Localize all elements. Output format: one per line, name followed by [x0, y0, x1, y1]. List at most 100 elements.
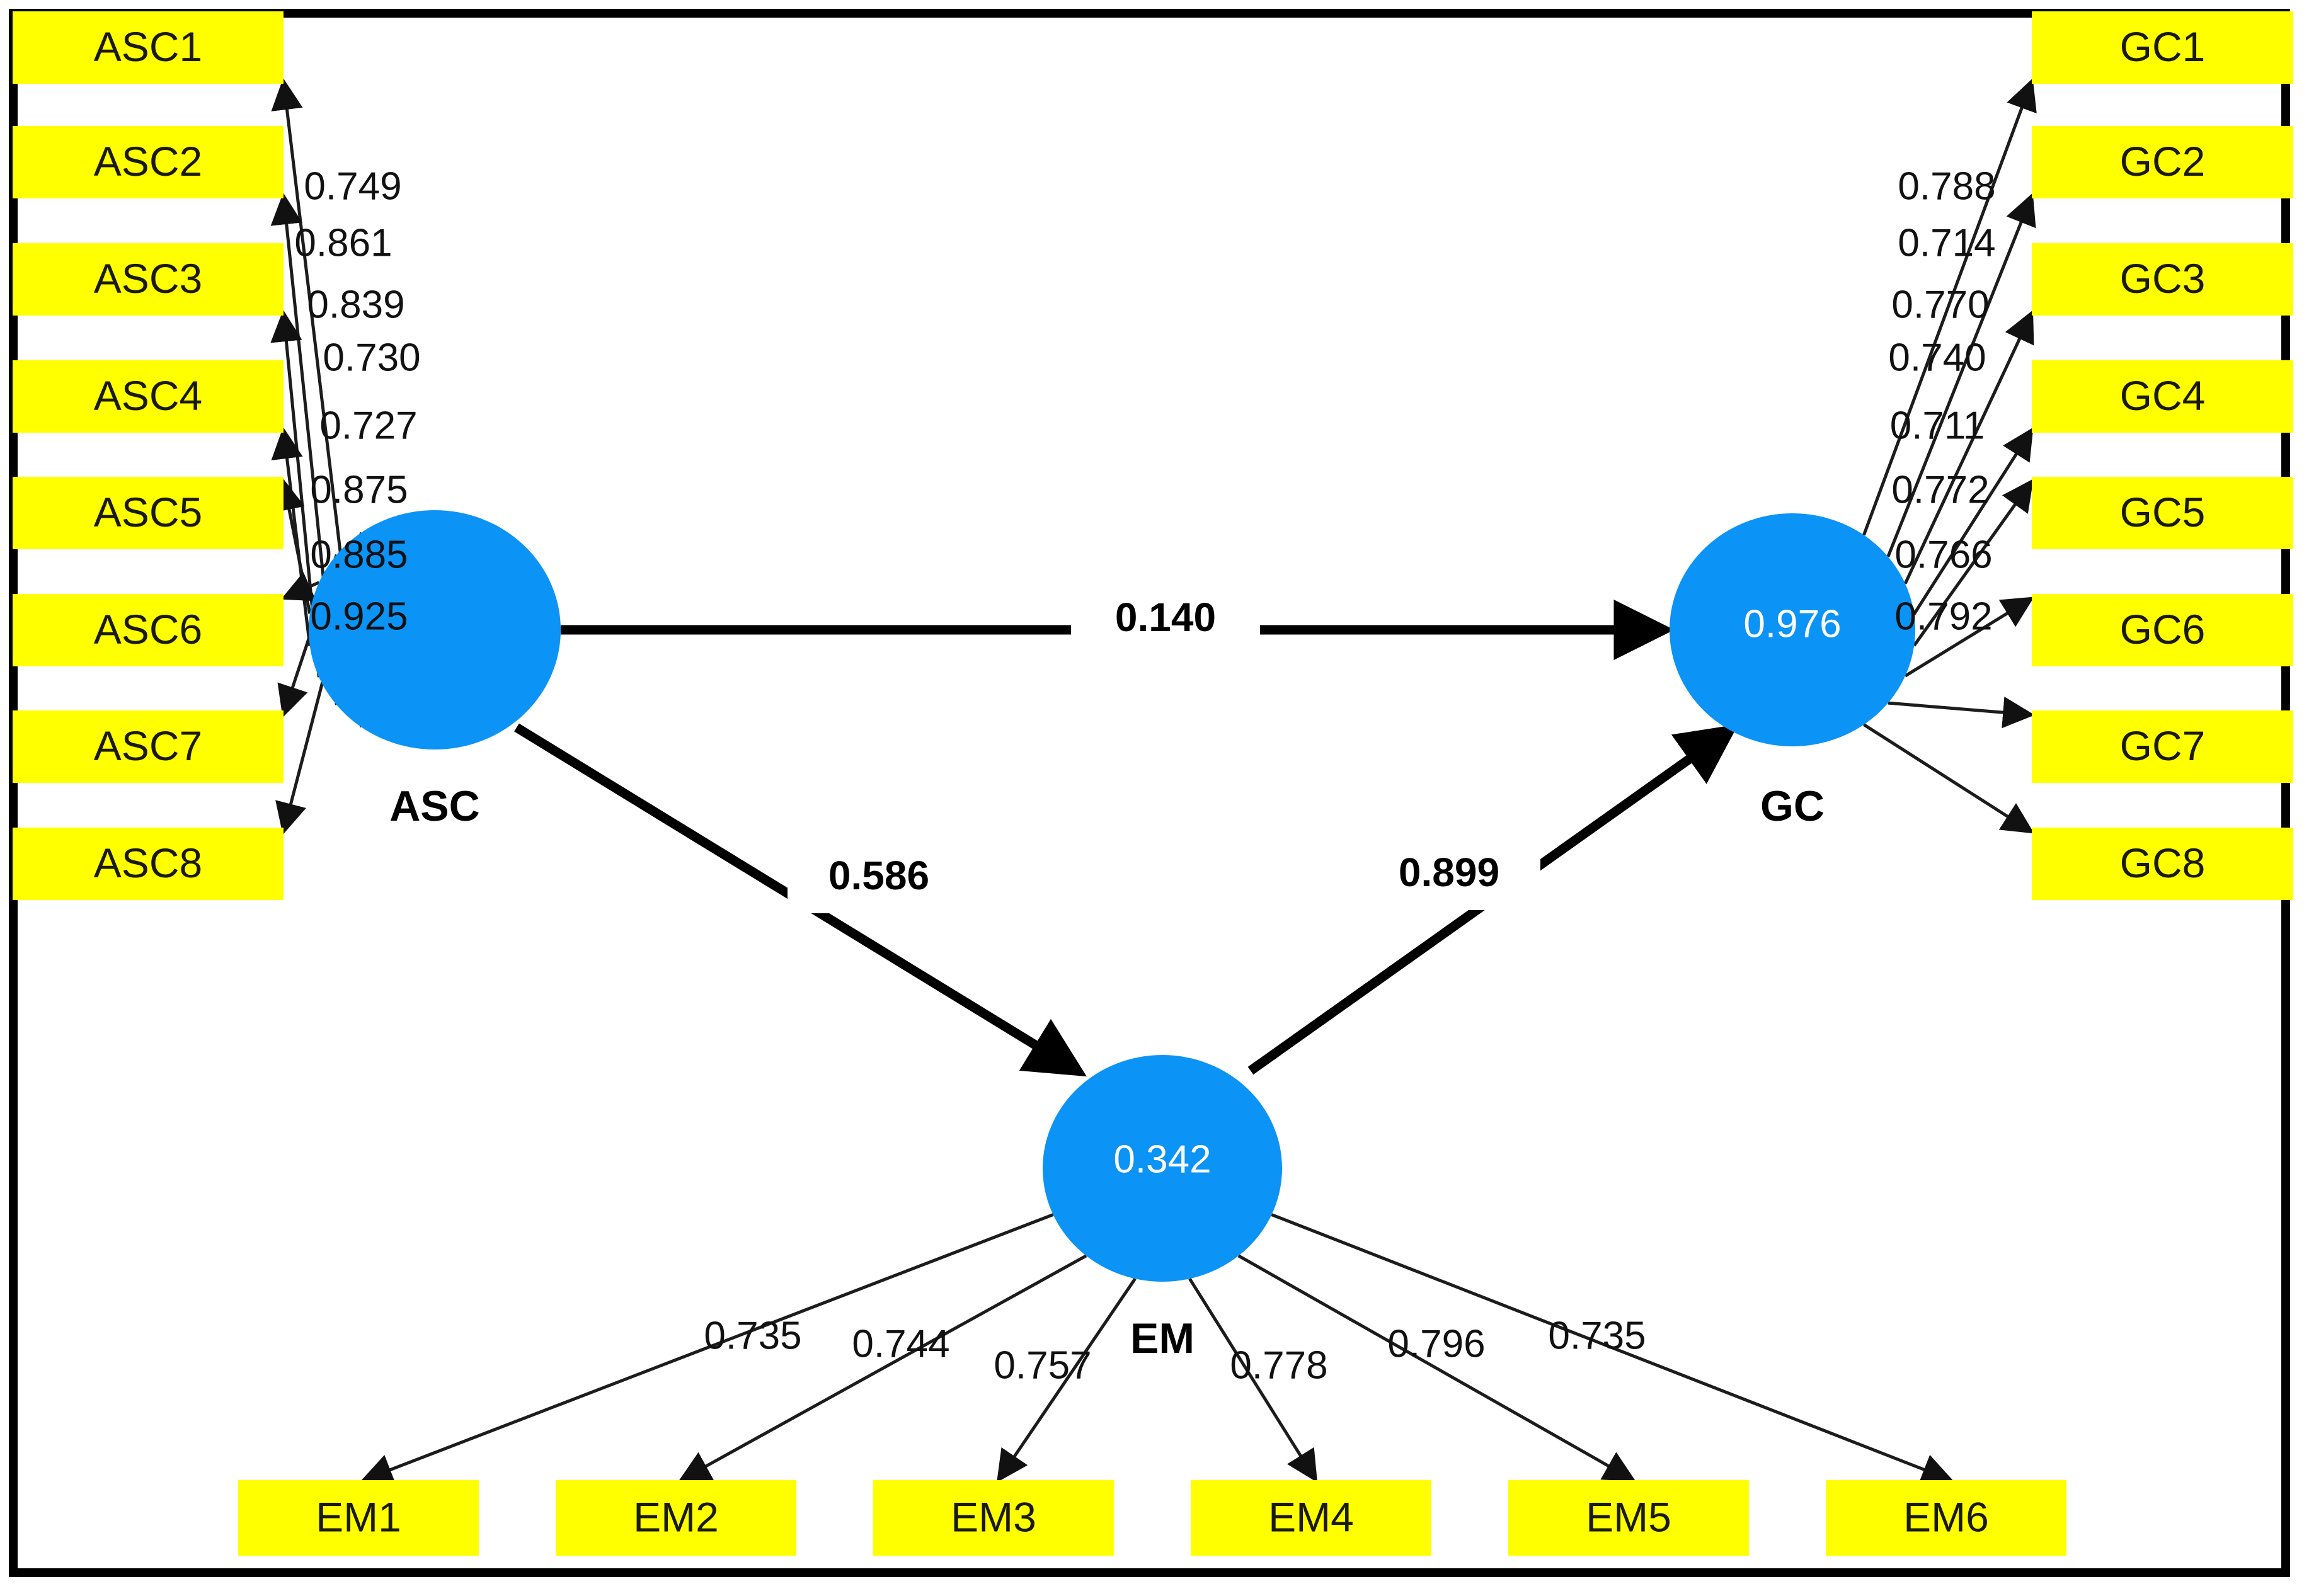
indicator-asc3[interactable]: ASC3	[13, 243, 284, 316]
indicator-label: GC6	[2120, 606, 2206, 653]
structural-coefficient-labels: 0.140 0.586 0.899	[788, 586, 1540, 913]
indicator-em2[interactable]: EM2	[556, 1480, 796, 1556]
indicator-gc6[interactable]: GC6	[2032, 594, 2293, 666]
indicator-asc5[interactable]: ASC5	[13, 477, 284, 549]
indicator-asc2[interactable]: ASC2	[13, 126, 284, 198]
indicator-gc3[interactable]: GC3	[2032, 243, 2293, 316]
indicator-label: EM1	[316, 1493, 401, 1540]
indicator-gc1[interactable]: GC1	[2032, 11, 2293, 84]
indicator-gc8[interactable]: GC8	[2032, 828, 2293, 900]
latent-constructs: ASC 0.342 EM 0.976 GC	[309, 510, 1915, 1362]
loading-line-em5	[1237, 1254, 1636, 1482]
loading-label-asc3: 0.839	[307, 283, 404, 326]
indicator-label: GC7	[2120, 722, 2206, 769]
em-loading-lines	[360, 1213, 1954, 1485]
indicator-em3[interactable]: EM3	[873, 1480, 1114, 1556]
indicator-gc5[interactable]: GC5	[2032, 477, 2293, 549]
indicator-label: EM6	[1903, 1493, 1989, 1540]
indicator-label: ASC5	[94, 489, 202, 535]
loading-line-gc1	[1862, 78, 2037, 536]
indicator-label: GC8	[2120, 840, 2206, 886]
loading-line-gc4	[1913, 427, 2034, 615]
indicator-em4[interactable]: EM4	[1191, 1480, 1431, 1556]
construct-label-gc: GC	[1760, 782, 1825, 830]
indicator-asc7[interactable]: ASC7	[13, 710, 284, 783]
indicator-label: EM4	[1268, 1493, 1354, 1540]
loading-label-asc2: 0.861	[294, 221, 392, 265]
loading-label-em2: 0.744	[852, 1322, 949, 1365]
indicator-asc4[interactable]: ASC4	[13, 360, 284, 433]
indicator-em6[interactable]: EM6	[1826, 1480, 2066, 1556]
loading-line-em1	[360, 1213, 1054, 1485]
indicator-label: ASC1	[94, 23, 202, 70]
indicator-label: ASC4	[94, 372, 202, 419]
loading-line-em2	[678, 1254, 1087, 1482]
loading-coefficient-labels: 0.749 0.861 0.839 0.730 0.727 0.875 0.885 0.925…	[294, 164, 1995, 1387]
loading-label-em6: 0.735	[1548, 1314, 1646, 1357]
indicator-label: GC1	[2120, 23, 2206, 70]
indicator-label: GC2	[2120, 138, 2206, 185]
indicator-label: ASC2	[94, 138, 202, 185]
loading-line-gc3	[1903, 310, 2034, 584]
construct-circle-gc[interactable]	[1670, 513, 1915, 746]
loading-label-gc6: 0.772	[1891, 468, 1989, 511]
construct-r2-gc: 0.976	[1743, 602, 1841, 646]
indicator-gc4[interactable]: GC4	[2032, 360, 2293, 433]
indicator-gc7[interactable]: GC7	[2032, 710, 2293, 783]
loading-line-em6	[1271, 1213, 1954, 1485]
loading-line-gc7	[1888, 697, 2035, 729]
construct-circle-asc[interactable]	[309, 510, 561, 750]
path-label-bg-asc-em	[788, 844, 970, 913]
indicator-asc1[interactable]: ASC1	[13, 11, 284, 84]
indicator-label: ASC6	[94, 606, 202, 653]
loading-label-gc8: 0.792	[1894, 595, 1992, 638]
loading-label-asc7: 0.885	[310, 533, 408, 576]
loading-line-gc2	[1886, 193, 2036, 557]
loading-label-gc1: 0.788	[1898, 164, 1995, 208]
loading-label-asc6: 0.875	[310, 468, 408, 511]
path-label-bg-em-gc	[1358, 841, 1540, 910]
indicator-label: ASC3	[94, 255, 202, 302]
loading-line-asc4	[271, 426, 312, 647]
path-label-asc-to-em: 0.586	[828, 853, 929, 898]
loading-label-asc5: 0.727	[319, 404, 417, 447]
loading-label-gc4: 0.740	[1888, 336, 1986, 379]
loading-line-em4	[1188, 1277, 1318, 1483]
loading-label-em3: 0.757	[994, 1343, 1091, 1387]
indicator-em1[interactable]: EM1	[238, 1480, 479, 1556]
loading-label-em5: 0.796	[1387, 1322, 1485, 1365]
loading-line-em3	[997, 1277, 1137, 1483]
indicator-asc6[interactable]: ASC6	[13, 594, 284, 666]
indicator-label: ASC8	[94, 840, 202, 886]
path-label-bg-asc-gc	[1071, 586, 1260, 655]
indicator-label: GC5	[2120, 489, 2206, 535]
path-label-asc-to-gc: 0.140	[1115, 595, 1216, 640]
indicator-asc8[interactable]: ASC8	[13, 828, 284, 900]
path-label-em-to-gc: 0.899	[1399, 850, 1499, 895]
indicator-label: GC4	[2120, 372, 2206, 419]
loading-label-asc4: 0.730	[323, 336, 420, 379]
loading-label-em4: 0.778	[1230, 1343, 1327, 1387]
structural-path-lines	[514, 599, 1739, 1077]
loading-label-gc7: 0.766	[1894, 533, 1992, 576]
indicator-label: ASC7	[94, 722, 202, 769]
loading-line-gc8	[1863, 723, 2034, 834]
loading-line-gc5	[1913, 479, 2034, 647]
indicator-label: EM5	[1586, 1493, 1671, 1540]
loading-line-gc6	[1904, 596, 2034, 678]
indicator-gc2[interactable]: GC2	[2032, 126, 2293, 198]
construct-circle-em[interactable]	[1043, 1055, 1282, 1282]
indicator-label: GC3	[2120, 255, 2206, 302]
construct-label-em: EM	[1130, 1314, 1195, 1362]
loading-label-gc3: 0.770	[1891, 283, 1989, 326]
loading-line-asc6	[280, 572, 320, 601]
construct-r2-em: 0.342	[1113, 1137, 1211, 1181]
loading-label-asc8: 0.925	[310, 595, 408, 638]
indicator-em5[interactable]: EM5	[1508, 1480, 1749, 1556]
indicator-label: EM2	[633, 1493, 719, 1540]
loading-label-gc2: 0.714	[1898, 221, 1995, 265]
loading-label-asc1: 0.749	[304, 164, 401, 208]
